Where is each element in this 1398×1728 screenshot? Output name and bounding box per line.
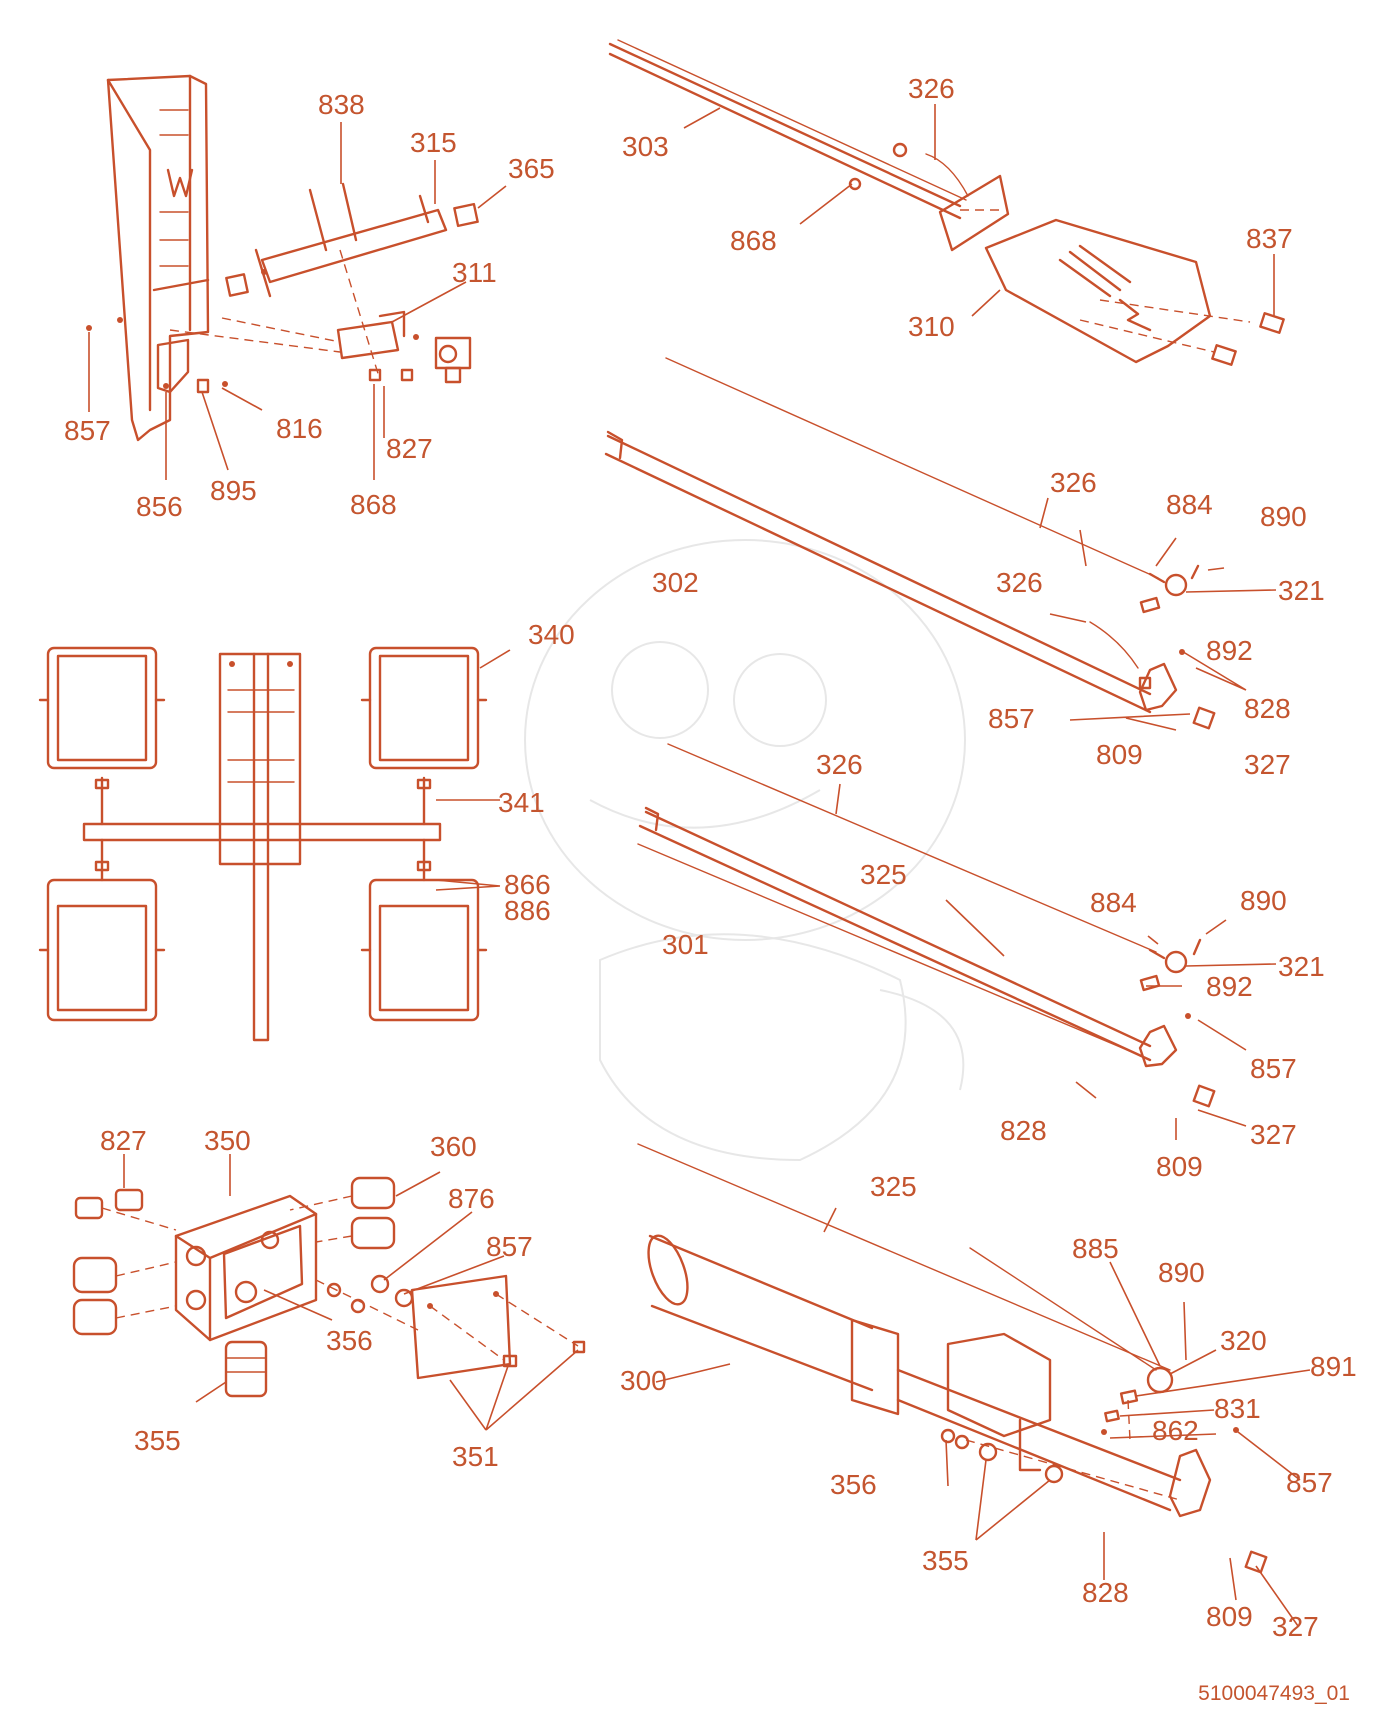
label-356-a: 356 — [326, 1325, 373, 1356]
cylinder-300 — [637, 1143, 1268, 1574]
label-356-b: 356 — [830, 1469, 877, 1500]
label-326-c: 326 — [996, 567, 1043, 598]
profile-302 — [604, 357, 1216, 730]
label-321-a: 321 — [1278, 575, 1325, 606]
floodlight-assembly — [38, 646, 488, 1042]
label-326-b: 326 — [1050, 467, 1097, 498]
label-327-b: 327 — [1250, 1119, 1297, 1150]
label-816: 816 — [276, 413, 323, 444]
label-325-b: 325 — [870, 1171, 917, 1202]
label-895: 895 — [210, 475, 257, 506]
post-bracket-assembly — [86, 74, 228, 442]
label-890-b: 890 — [1240, 885, 1287, 916]
label-303: 303 — [622, 131, 669, 162]
leaders-group-f — [123, 1154, 579, 1431]
label-876: 876 — [448, 1183, 495, 1214]
label-827-a: 827 — [386, 433, 433, 464]
label-809-a: 809 — [1096, 739, 1143, 770]
assembly-dashes-d — [965, 1399, 1181, 1501]
label-857-e: 857 — [1286, 1467, 1333, 1498]
label-884-a: 884 — [1166, 489, 1213, 520]
label-857-c: 857 — [1250, 1053, 1297, 1084]
label-828-a: 828 — [1244, 693, 1291, 724]
bracket-310 — [938, 174, 1285, 366]
label-311: 311 — [452, 257, 497, 288]
label-360: 360 — [430, 1131, 477, 1162]
label-327-a: 327 — [1244, 749, 1291, 780]
label-866: 866 — [504, 869, 551, 900]
label-355-a: 355 — [134, 1425, 181, 1456]
label-827-b: 827 — [100, 1125, 147, 1156]
label-868-b: 868 — [730, 225, 777, 256]
profile-301 — [637, 743, 1216, 1108]
label-301: 301 — [662, 929, 709, 960]
label-340: 340 — [528, 619, 575, 650]
clamp-311 — [336, 310, 472, 384]
label-326-d: 326 — [816, 749, 863, 780]
label-809-b: 809 — [1156, 1151, 1203, 1182]
crossbar-315 — [225, 182, 479, 298]
label-857-d: 857 — [486, 1231, 533, 1262]
label-890-c: 890 — [1158, 1257, 1205, 1288]
label-838: 838 — [318, 89, 365, 120]
label-892-a: 892 — [1206, 635, 1253, 666]
label-341: 341 — [498, 787, 545, 818]
label-857-b: 857 — [988, 703, 1035, 734]
label-320: 320 — [1220, 1325, 1267, 1356]
label-327-c: 327 — [1272, 1611, 1319, 1642]
profile-303 — [608, 39, 969, 220]
label-891: 891 — [1310, 1351, 1357, 1382]
label-351: 351 — [452, 1441, 499, 1472]
label-886: 886 — [504, 895, 551, 926]
document-id: 5100047493_01 — [1198, 1682, 1350, 1705]
label-326-a: 326 — [908, 73, 955, 104]
label-868-a: 868 — [350, 489, 397, 520]
label-350: 350 — [204, 1125, 251, 1156]
label-828-c: 828 — [1082, 1577, 1129, 1608]
label-325-a: 325 — [860, 859, 907, 890]
label-355-b: 355 — [922, 1545, 969, 1576]
label-884-b: 884 — [1090, 887, 1137, 918]
leaders-group-e — [835, 783, 1277, 1140]
label-809-c: 809 — [1206, 1601, 1253, 1632]
label-310: 310 — [908, 311, 955, 342]
watermark-mascot — [524, 539, 966, 1162]
label-828-b: 828 — [1000, 1115, 1047, 1146]
leaders-group-c — [1039, 497, 1277, 731]
junction-box-350 — [72, 1176, 586, 1398]
label-857-a: 857 — [64, 415, 111, 446]
label-315: 315 — [410, 127, 457, 158]
label-890-a: 890 — [1260, 501, 1307, 532]
label-856: 856 — [136, 491, 183, 522]
leaders-group-a — [88, 122, 507, 480]
label-837: 837 — [1246, 223, 1293, 254]
label-302: 302 — [652, 567, 699, 598]
label-862: 862 — [1152, 1415, 1199, 1446]
label-885: 885 — [1072, 1233, 1119, 1264]
label-321-b: 321 — [1278, 951, 1325, 982]
label-831: 831 — [1214, 1393, 1261, 1424]
label-365: 365 — [508, 153, 555, 184]
leaders-group-g — [655, 1207, 1311, 1627]
leaders-group-b — [683, 104, 1275, 317]
assembly-dashes-a — [169, 249, 381, 381]
part-labels: 838 315 365 311 857 816 827 856 895 868 … — [64, 73, 1357, 1642]
label-892-b: 892 — [1206, 971, 1253, 1002]
leaders-group-d — [435, 649, 511, 891]
assembly-dashes-c — [101, 1195, 579, 1361]
assembly-dashes-b — [960, 209, 1251, 353]
label-300: 300 — [620, 1365, 667, 1396]
